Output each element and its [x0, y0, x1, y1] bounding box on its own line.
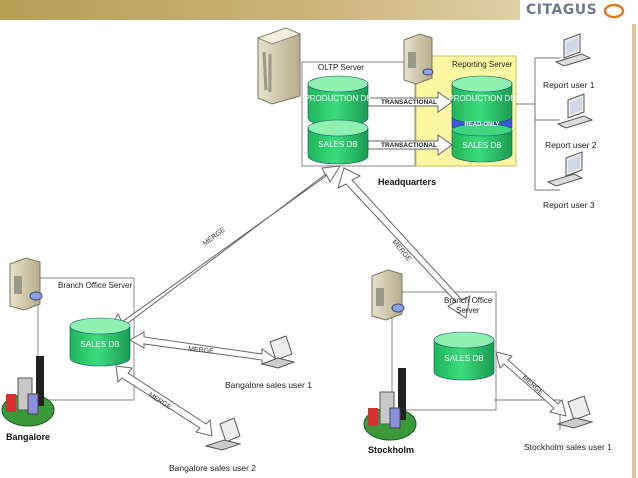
reporting-server-label: Reporting Server — [452, 60, 513, 69]
bangalore-site-label: Bangalore — [6, 432, 50, 442]
oltp-production-db-label: PRODUCTION DB — [304, 94, 371, 103]
transactional-label-2: TRANSACTIONAL — [381, 142, 437, 149]
merge-label-1: MERGE — [202, 226, 227, 247]
reporting-sales-db-label: SALES DB — [462, 141, 501, 150]
oltp-production-db — [307, 75, 369, 127]
stockholm-server-label-2: Server — [456, 306, 480, 315]
bangalore-server-label: Branch Office Server — [58, 281, 132, 290]
merge-label-3: MERGE — [188, 346, 215, 355]
stockholm-user-1-label: Stockholm sales user 1 — [524, 442, 612, 452]
merge-arrow-hq-bangalore: MERGE — [107, 165, 341, 335]
stockholm-sales-db — [433, 331, 495, 381]
logo-swoosh-icon — [603, 3, 625, 19]
readonly-label: READ-ONLY — [464, 122, 499, 128]
merge-arrow-stockholm-user1: MERGE — [495, 351, 567, 417]
bangalore-user-1-laptop-icon — [260, 335, 296, 369]
bangalore-db-label: SALES DB — [80, 340, 119, 349]
right-rule — [632, 24, 636, 478]
report-user-3-computer-icon — [546, 151, 584, 187]
bangalore-user-1-label: Bangalore sales user 1 — [225, 380, 312, 390]
transactional-arrow-sales: TRANSACTIONAL — [367, 134, 453, 156]
report-user-1-label: Report user 1 — [543, 80, 595, 90]
stockholm-db-label: SALES DB — [444, 354, 483, 363]
reporting-server-icon — [403, 33, 434, 85]
stockholm-server-label-1: Branch Office — [444, 296, 493, 305]
stockholm-site-label: Stockholm — [368, 445, 414, 455]
bangalore-sales-db — [69, 317, 131, 367]
merge-arrow-bangalore-user1: MERGE — [128, 331, 278, 365]
report-user-2-label: Report user 2 — [545, 140, 597, 150]
oltp-server-label: OLTP Server — [318, 63, 364, 72]
reporting-sales-db — [451, 123, 513, 163]
stockholm-city-icon — [363, 368, 417, 441]
stockholm-server-icon — [371, 269, 405, 321]
merge-label-5: MERGE — [521, 374, 545, 397]
bangalore-server-icon — [9, 257, 43, 311]
report-user-links — [516, 57, 560, 191]
logo-text: CITAGUS — [526, 2, 598, 18]
oltp-sales-db — [307, 119, 369, 165]
bangalore-city-icon — [1, 356, 55, 427]
oltp-server-icon — [256, 27, 302, 105]
transactional-arrow-production: TRANSACTIONAL — [367, 91, 453, 113]
merge-arrow-bangalore-user2: MERGE — [115, 365, 213, 437]
report-user-2-computer-icon — [556, 93, 594, 129]
report-user-3-label: Report user 3 — [543, 200, 595, 210]
report-user-1-computer-icon — [554, 33, 592, 67]
oltp-sales-db-label: SALES DB — [318, 140, 357, 149]
reporting-production-db-label: PRODUCTION DB — [448, 94, 515, 103]
oltp-server-box — [301, 61, 416, 167]
citagus-logo: CITAGUS — [526, 2, 634, 22]
hq-site-label: Headquarters — [378, 177, 436, 187]
stockholm-server-box — [391, 291, 497, 411]
title-band — [0, 0, 520, 20]
bangalore-user-2-label: Bangalore sales user 2 — [169, 463, 256, 473]
transactional-label-1: TRANSACTIONAL — [381, 99, 437, 106]
stockholm-user-1-laptop-icon — [556, 395, 594, 429]
bangalore-user-2-laptop-icon — [204, 417, 242, 451]
